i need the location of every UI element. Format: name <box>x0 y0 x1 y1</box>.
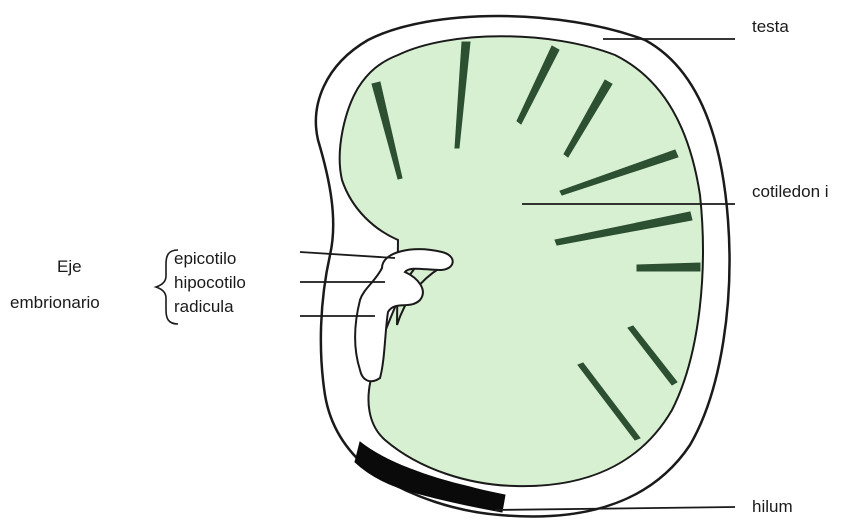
label-eje: Eje <box>57 258 82 275</box>
label-embrionario: embrionario <box>10 294 100 311</box>
label-testa: testa <box>752 18 789 35</box>
label-epicotilo: epicotilo <box>174 250 236 267</box>
label-hilum: hilum <box>752 498 793 515</box>
label-cotiledon: cotiledon i <box>752 183 829 200</box>
label-hipocotilo: hipocotilo <box>174 274 246 291</box>
label-radicula: radicula <box>174 298 234 315</box>
vein-7 <box>637 263 700 271</box>
